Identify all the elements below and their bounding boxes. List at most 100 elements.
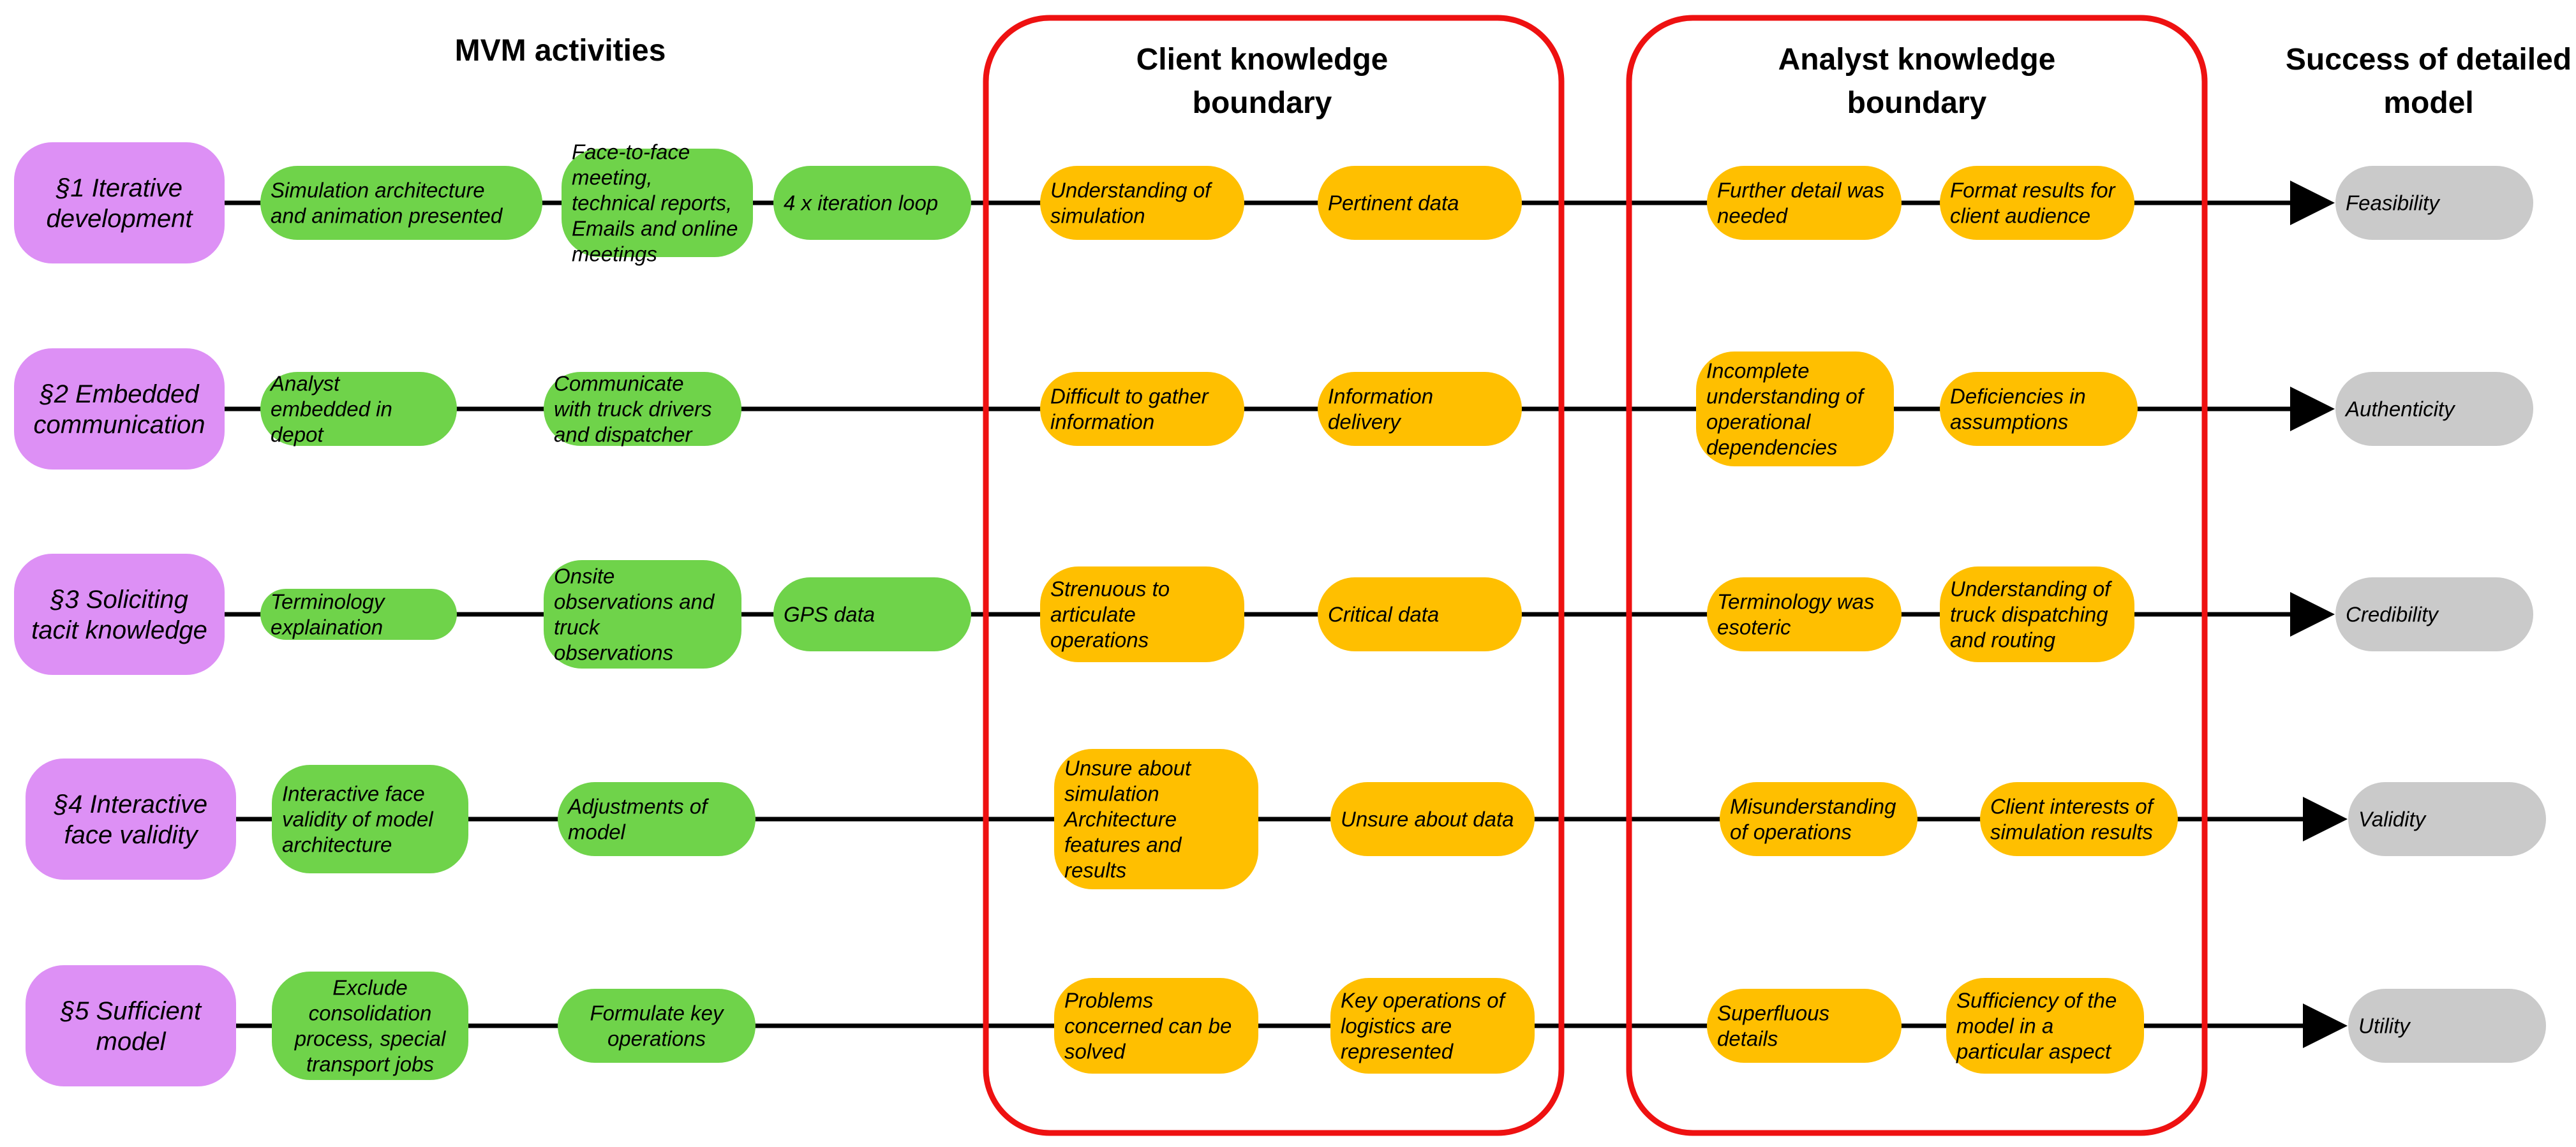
activity-node-text: 4 x iteration loop — [784, 191, 938, 215]
analyst-knowledge-node-shape — [1940, 372, 2138, 446]
success-node-text: Feasibility — [2346, 191, 2441, 215]
client-knowledge-node-text: solved — [1064, 1040, 1126, 1063]
analyst-knowledge-node-text: Deficiencies in — [1950, 385, 2086, 408]
client-knowledge-node-shape — [1318, 372, 1522, 446]
client-knowledge-node-shape — [1330, 782, 1535, 856]
success-node-shape — [2335, 372, 2533, 446]
client-knowledge-node: Unsure aboutsimulationArchitecturefeatur… — [1054, 749, 1258, 889]
activity-node-text: meeting, — [572, 166, 653, 189]
activity-node-text: GPS data — [784, 603, 875, 626]
analyst-knowledge-node-text: truck dispatching — [1950, 603, 2108, 626]
analyst-knowledge-node-text: needed — [1717, 204, 1789, 228]
row-label-shape — [14, 142, 225, 263]
client-knowledge-node-text: articulate — [1050, 603, 1136, 626]
activity-node-text: operations — [607, 1027, 706, 1051]
success-node: Validity — [2348, 782, 2546, 856]
row-label-text: §1 Iterative — [56, 174, 182, 202]
activity-node-text: explaination — [271, 616, 383, 639]
activity-node-text: observations and — [554, 590, 715, 614]
success-node-text: Authenticity — [2344, 397, 2456, 421]
client-knowledge-node-text: Pertinent data — [1328, 191, 1459, 215]
client-knowledge-node-shape — [1040, 566, 1244, 662]
success-node-text: Validity — [2358, 808, 2427, 831]
client-knowledge-node-shape — [1330, 978, 1535, 1074]
row-label-text: model — [96, 1028, 167, 1056]
row-label-text: §3 Soliciting — [50, 586, 188, 614]
activity-node-shape — [544, 560, 741, 669]
analyst-knowledge-node-text: details — [1717, 1027, 1778, 1051]
activity-node-text: Communicate — [554, 372, 684, 396]
client-knowledge-node-shape — [1054, 978, 1258, 1074]
client-knowledge-node-text: simulation — [1050, 204, 1145, 228]
client-knowledge-node: Critical data — [1318, 577, 1522, 651]
success-node-text: Utility — [2358, 1014, 2411, 1038]
analyst-knowledge-node-text: Incomplete — [1706, 359, 1809, 383]
row-label-text: tacit knowledge — [31, 616, 207, 644]
client-knowledge-node-shape — [1040, 166, 1244, 240]
client-knowledge-node-text: operations — [1050, 628, 1149, 652]
header-success-model-text: model — [2383, 86, 2473, 120]
activity-node-text: Emails and online — [572, 217, 738, 241]
client-knowledge-node: Unsure about data — [1330, 782, 1535, 856]
client-knowledge-boundary — [983, 15, 1565, 1136]
activity-node-shape — [558, 782, 756, 856]
row-label-text: development — [46, 205, 193, 233]
analyst-knowledge-node-text: assumptions — [1950, 410, 2068, 434]
analyst-knowledge-node-text: simulation results — [1990, 820, 2153, 844]
analyst-knowledge-node-text: particular aspect — [1956, 1040, 2112, 1063]
client-knowledge-node-shape — [1054, 749, 1258, 889]
activity-node-text: meetings — [572, 242, 657, 266]
analyst-knowledge-node-text: esoteric — [1717, 616, 1791, 639]
activity-node-shape — [260, 589, 457, 640]
activity-node-text: and animation presented — [271, 204, 503, 228]
activity-node-text: Exclude — [332, 976, 407, 1000]
activity-node-shape — [272, 765, 468, 873]
success-node: Authenticity — [2335, 372, 2533, 446]
analyst-knowledge-node-text: Superfluous — [1717, 1002, 1829, 1025]
client-knowledge-node-text: Understanding of — [1050, 179, 1213, 202]
activity-node-text: validity of model — [282, 808, 434, 831]
activity-node-text: with truck drivers — [554, 397, 712, 421]
success-node-shape — [2348, 782, 2546, 856]
analyst-knowledge-node-shape — [1707, 577, 1902, 651]
client-knowledge-node-text: results — [1064, 859, 1126, 882]
analyst-knowledge-node-text: Understanding of — [1950, 577, 2113, 601]
activity-node-shape — [260, 372, 457, 446]
activity-node-text: Formulate key — [590, 1002, 725, 1025]
analyst-knowledge-node-text: of operations — [1730, 820, 1852, 844]
analyst-knowledge-node-text: operational — [1706, 410, 1812, 434]
analyst-knowledge-boundary — [1626, 15, 2208, 1136]
success-node-shape — [2348, 989, 2546, 1063]
analyst-knowledge-node-text: understanding of — [1706, 385, 1866, 408]
client-knowledge-node-text: Unsure about — [1064, 757, 1192, 780]
client-knowledge-node-shape — [1318, 577, 1522, 651]
analyst-knowledge-node-shape — [1720, 782, 1917, 856]
client-knowledge-node-text: information — [1050, 410, 1154, 434]
row-label-shape — [14, 554, 225, 675]
analyst-knowledge-node-shape — [1980, 782, 2178, 856]
client-knowledge-node-text: Strenuous to — [1050, 577, 1170, 601]
row-label-shape — [14, 348, 225, 470]
analyst-knowledge-node-text: Further detail was — [1717, 179, 1884, 202]
analyst-knowledge-node-shape — [1707, 166, 1902, 240]
client-knowledge-node-text: simulation — [1064, 782, 1159, 806]
success-node-shape — [2335, 166, 2533, 240]
success-node-text: Credibility — [2346, 603, 2439, 626]
activity-node-text: observations — [554, 641, 673, 665]
activity-node: 4 x iteration loop — [773, 166, 971, 240]
row-label-text: face validity — [64, 821, 200, 849]
analyst-knowledge-node-text: Terminology was — [1717, 590, 1874, 614]
